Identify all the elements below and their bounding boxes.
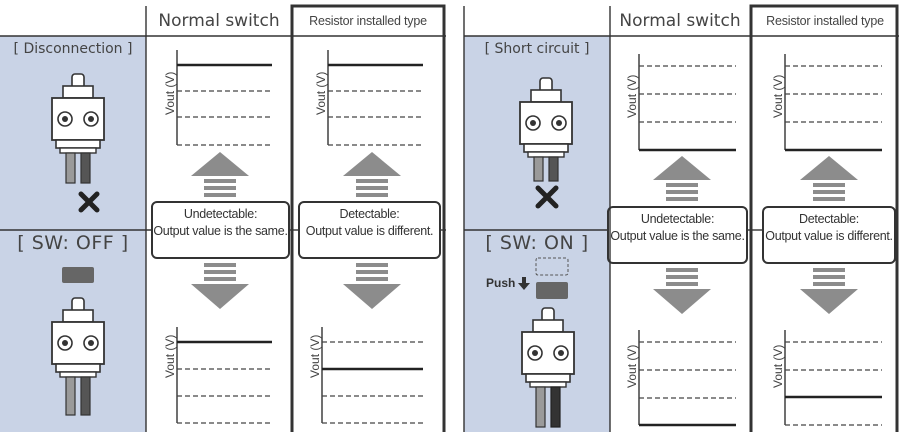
arrow-up-icon <box>800 156 858 201</box>
switch-icon <box>521 307 575 428</box>
switch-icon <box>51 73 105 184</box>
callout-undetectable: Undetectable: Output value is the same. <box>607 206 748 264</box>
callout-text: Output value is the same. <box>610 229 745 243</box>
graph-left-resistor-bottom <box>321 327 423 424</box>
axis-label: Vout (V) <box>625 345 639 388</box>
graph-right-resistor-bottom <box>784 330 882 426</box>
fault-x-icon <box>535 185 559 209</box>
state-sw-off: [ SW: OFF ] <box>17 232 129 254</box>
callout-text: Output value is the same. <box>153 224 288 238</box>
axis-label: Vout (V) <box>625 75 639 118</box>
state-short-circuit: [ Short circuit ] <box>484 41 590 57</box>
arrow-up-icon <box>191 152 249 197</box>
axis-label: Vout (V) <box>163 72 177 115</box>
arrow-down-icon <box>191 263 249 309</box>
left-frame <box>0 4 446 432</box>
callout-text: Output value is different. <box>765 229 893 243</box>
resistor-type-header: Resistor installed type <box>309 14 427 28</box>
callout-detectable: Detectable: Output value is different. <box>762 206 896 264</box>
callout-title: Undetectable: <box>183 207 258 221</box>
state-disconnection: [ Disconnection ] <box>13 41 133 57</box>
actuator-cap-outline <box>535 257 569 276</box>
arrow-down-icon <box>800 268 858 314</box>
callout-detectable: Detectable: Output value is different. <box>298 201 441 259</box>
axis-label: Vout (V) <box>163 335 177 378</box>
graph-left-normal-top <box>176 50 272 146</box>
graph-left-normal-bottom <box>176 327 272 424</box>
actuator-cap <box>536 282 568 299</box>
axis-label: Vout (V) <box>771 75 785 118</box>
axis-label: Vout (V) <box>771 345 785 388</box>
graph-right-resistor-top <box>784 54 882 152</box>
fault-x-icon <box>78 191 100 213</box>
push-arrow-icon <box>518 277 530 290</box>
axis-label: Vout (V) <box>314 72 328 115</box>
normal-switch-header: Normal switch <box>158 11 280 31</box>
graph-left-resistor-top <box>327 50 423 146</box>
graph-right-normal-bottom <box>638 330 736 427</box>
callout-title: Undetectable: <box>640 212 715 226</box>
arrow-up-icon <box>653 156 711 201</box>
switch-icon <box>519 77 573 182</box>
right-frame <box>463 4 899 432</box>
callout-text: Output value is different. <box>305 224 434 238</box>
callout-title: Detectable: <box>799 212 859 226</box>
switch-icon <box>51 297 105 416</box>
arrow-down-icon <box>653 268 711 314</box>
arrow-down-icon <box>343 263 401 309</box>
callout-title: Detectable: <box>339 207 400 221</box>
axis-label: Vout (V) <box>308 335 322 378</box>
state-sw-on: [ SW: ON ] <box>485 232 589 254</box>
actuator-cap <box>62 267 94 283</box>
callout-undetectable: Undetectable: Output value is the same. <box>151 201 290 259</box>
normal-switch-header: Normal switch <box>619 11 741 31</box>
push-label: Push <box>486 276 516 290</box>
resistor-type-header: Resistor installed type <box>766 14 884 28</box>
arrow-up-icon <box>343 152 401 197</box>
graph-right-normal-top <box>638 54 736 152</box>
